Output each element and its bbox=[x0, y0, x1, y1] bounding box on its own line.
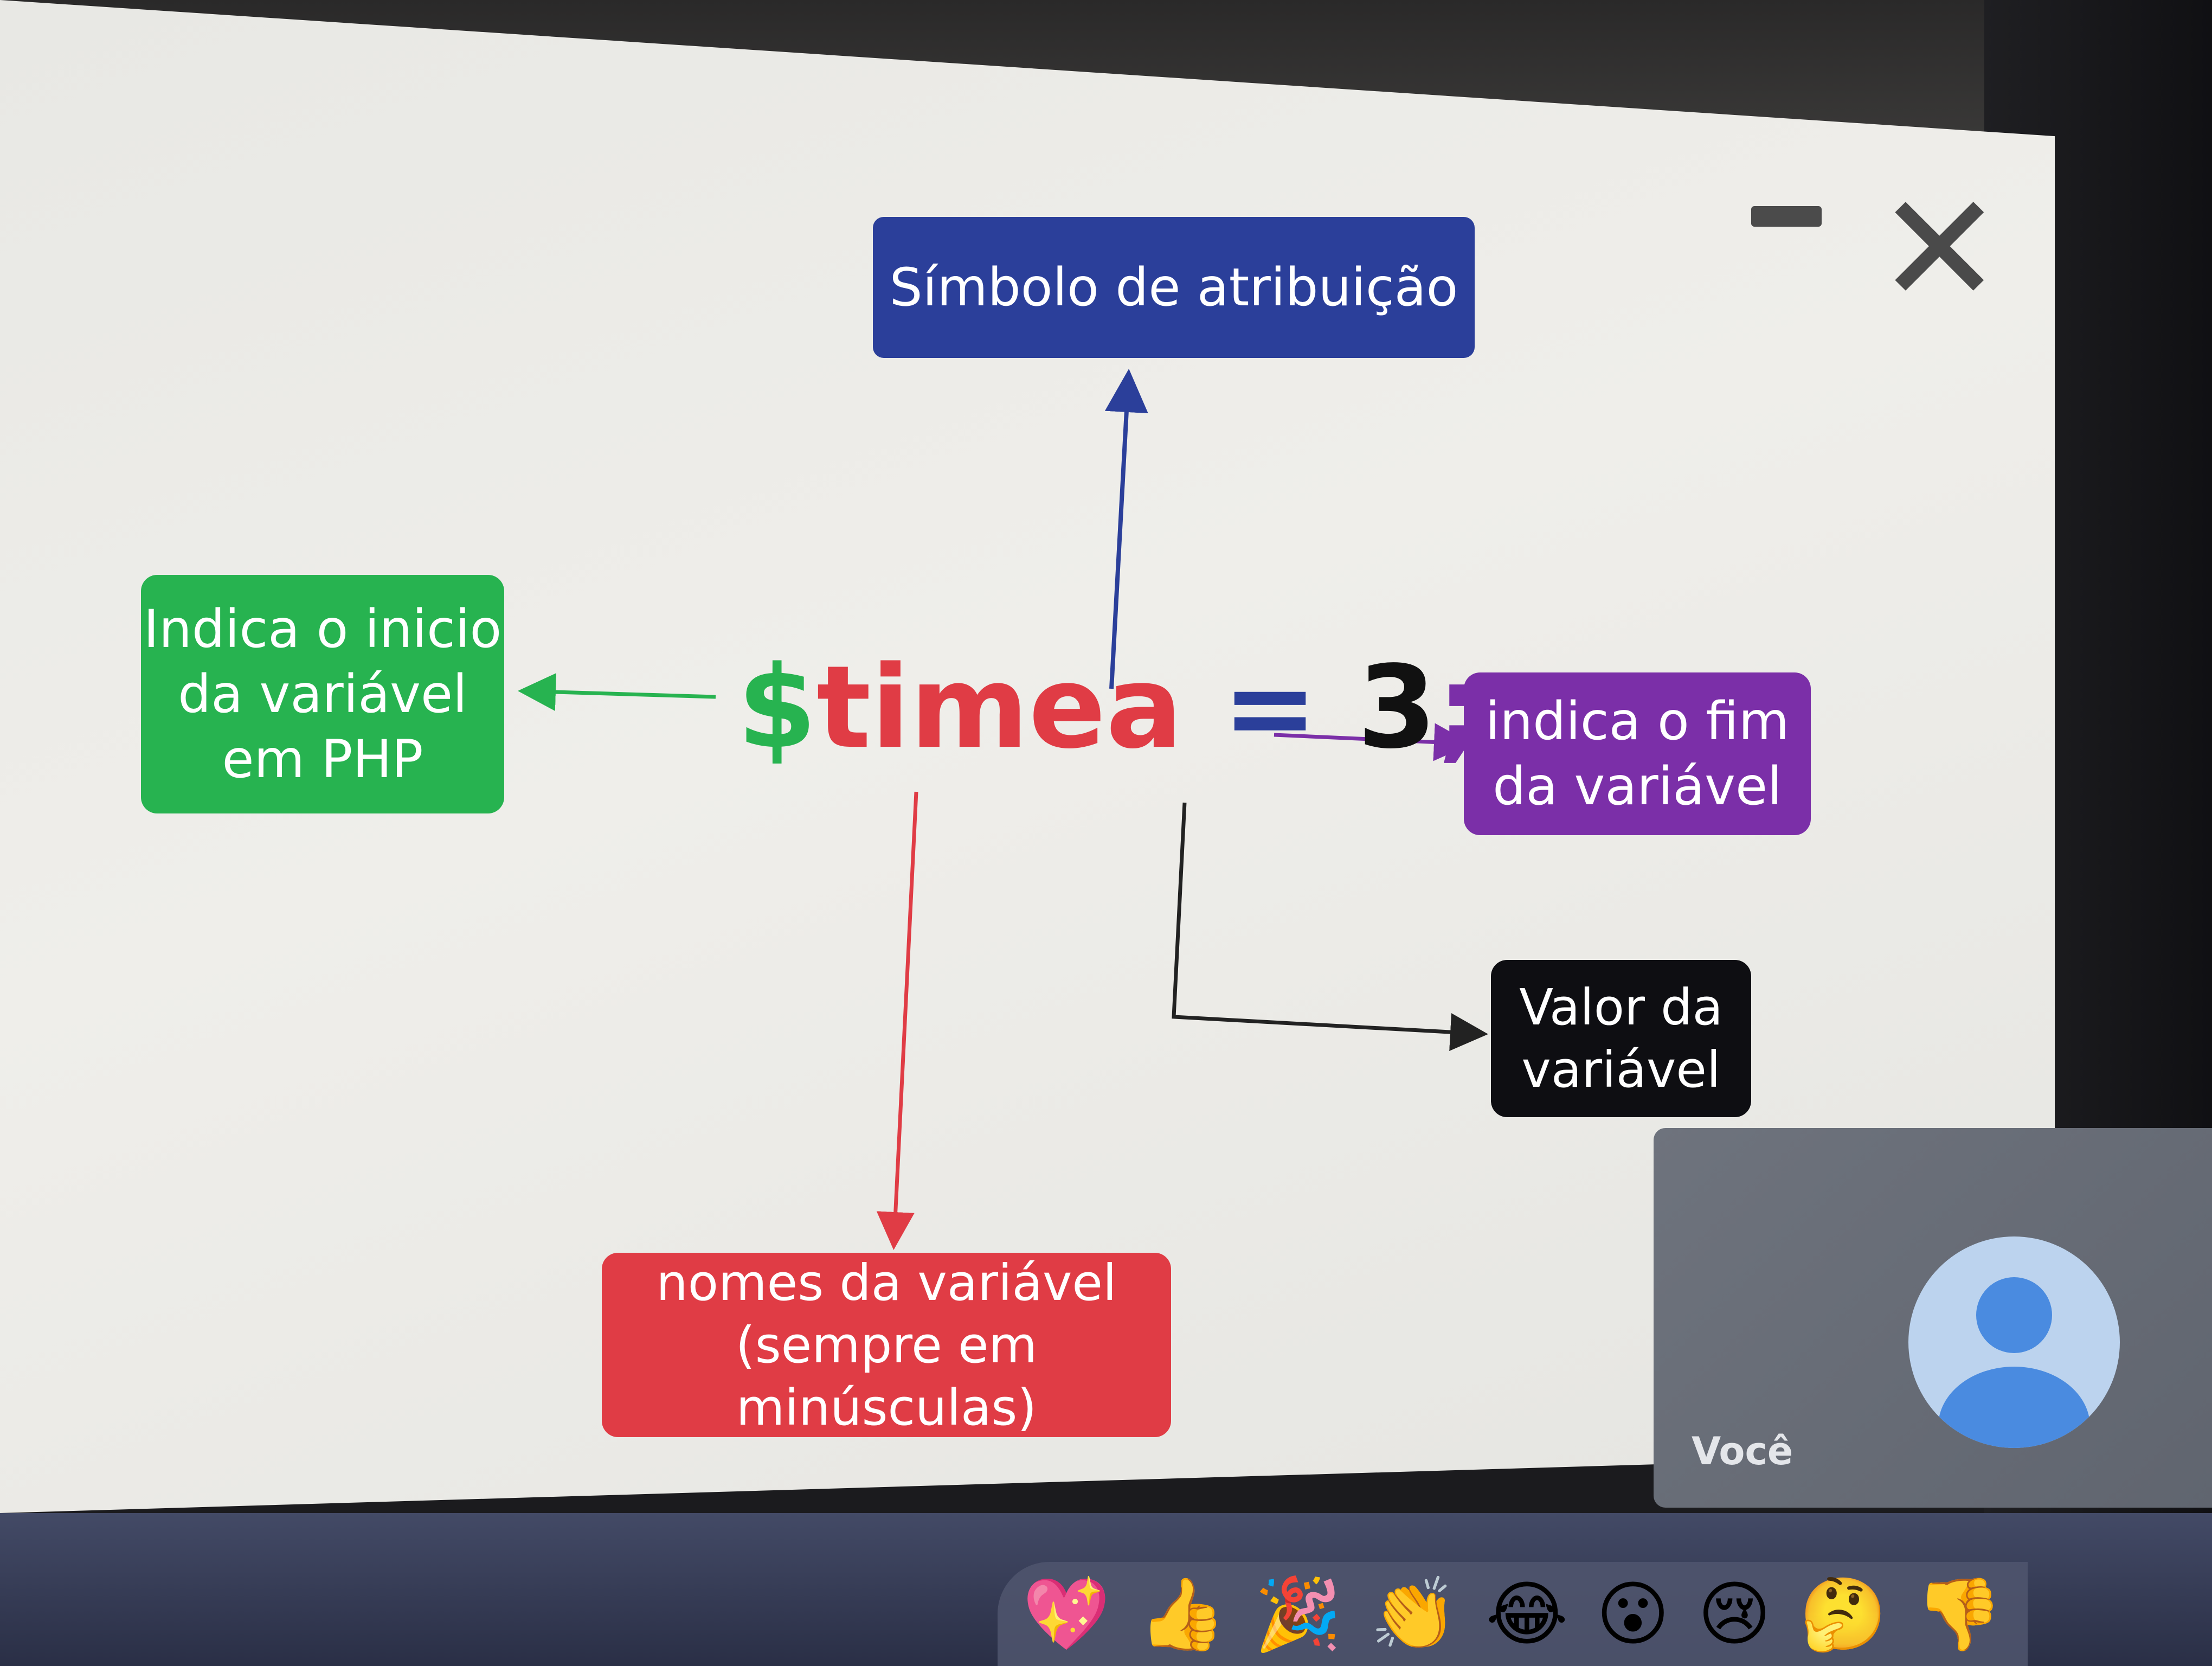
crying-face-icon[interactable]: 😢 bbox=[1697, 1573, 1771, 1655]
thinking-face-icon[interactable]: 🤔 bbox=[1799, 1573, 1887, 1655]
self-view-label: Você bbox=[1692, 1429, 1793, 1473]
thumbs-down-icon[interactable]: 👎 bbox=[1915, 1573, 2003, 1655]
code-variable-name: timea bbox=[816, 641, 1183, 774]
code-dollar-sign: $ bbox=[737, 641, 817, 774]
self-view-tile[interactable]: Você bbox=[1654, 1128, 2212, 1508]
label-start-text: Indica o inicio da variável em PHP bbox=[143, 599, 502, 790]
person-icon bbox=[1908, 1236, 2120, 1448]
reaction-bar: 💖 👍 🎉 👏 😂 😮 😢 🤔 👎 bbox=[998, 1562, 2028, 1666]
label-variable-names: nomes da variável (sempre em minúsculas) bbox=[602, 1253, 1171, 1437]
label-value-text: Valor da variável bbox=[1519, 978, 1723, 1099]
avatar-body bbox=[1938, 1367, 2090, 1448]
surprised-face-icon[interactable]: 😮 bbox=[1596, 1573, 1670, 1655]
php-code-statement: $timea = 3; bbox=[737, 651, 1482, 765]
sparkling-heart-icon[interactable]: 💖 bbox=[1022, 1573, 1110, 1655]
label-assignment-text: Símbolo de atribuição bbox=[889, 257, 1458, 318]
party-popper-icon[interactable]: 🎉 bbox=[1254, 1573, 1342, 1655]
minimize-icon[interactable] bbox=[1751, 206, 1822, 227]
code-value: 3 bbox=[1357, 641, 1437, 774]
label-names-text: nomes da variável (sempre em minúsculas) bbox=[656, 1253, 1117, 1437]
label-assignment-symbol: Símbolo de atribuição bbox=[873, 217, 1475, 358]
avatar-head bbox=[1976, 1277, 2052, 1353]
tears-of-joy-icon[interactable]: 😂 bbox=[1486, 1573, 1568, 1655]
label-variable-end: indica o fim da variável bbox=[1464, 672, 1811, 835]
label-variable-value: Valor da variável bbox=[1491, 960, 1751, 1117]
thumbs-up-icon[interactable]: 👍 bbox=[1138, 1573, 1226, 1655]
label-end-text: indica o fim da variável bbox=[1485, 691, 1790, 817]
label-variable-start: Indica o inicio da variável em PHP bbox=[141, 575, 504, 813]
clapping-hands-icon[interactable]: 👏 bbox=[1369, 1573, 1458, 1655]
code-equals-sign: = bbox=[1182, 641, 1358, 774]
close-icon[interactable]: ✕ bbox=[1876, 161, 2003, 338]
